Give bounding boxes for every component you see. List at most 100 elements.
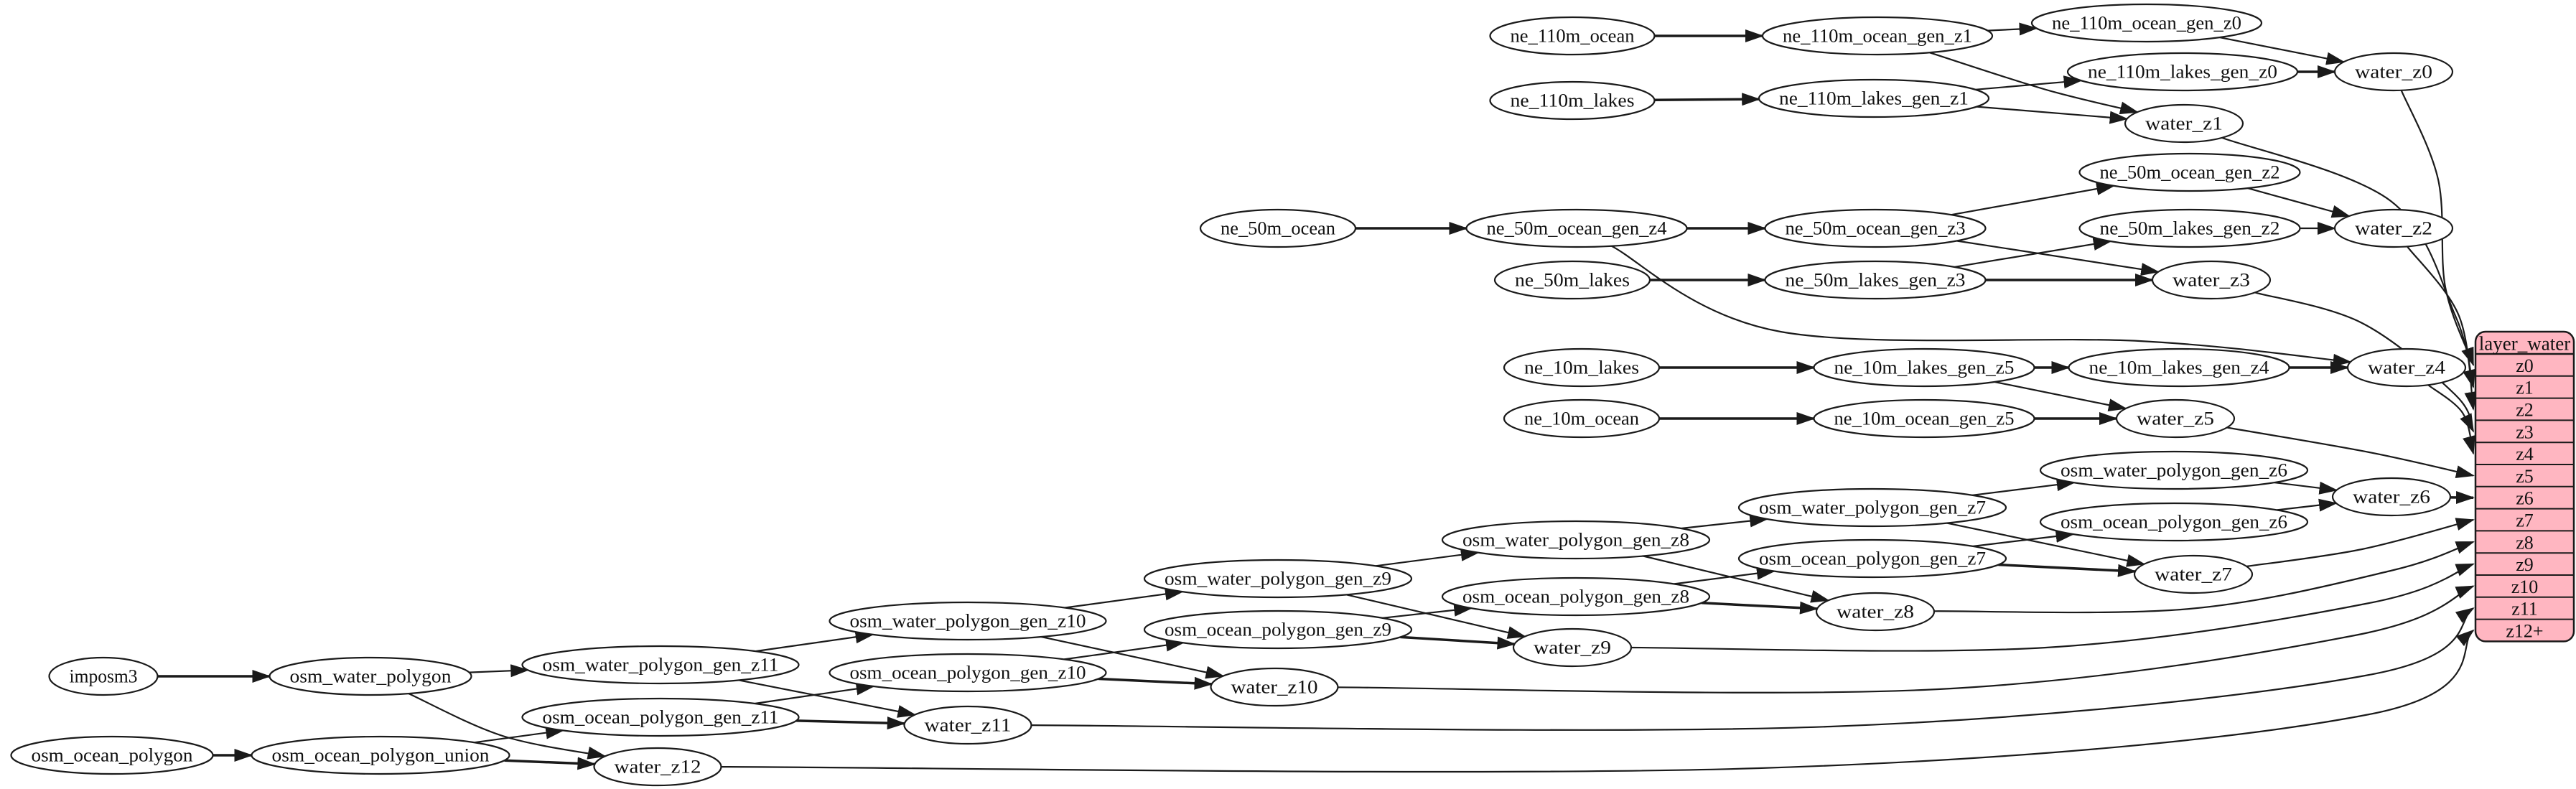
- node-ellipse-osm_ocean_polygon_gen_z11: [521, 697, 800, 737]
- edge-ne_50m_ocean_gen_z3-to-ne_50m_ocean_gen_z2: [1951, 182, 2116, 216]
- node-ellipse-osm_ocean_polygon_union: [251, 735, 510, 775]
- edge-osm_ocean_polygon_gen_z9-to-osm_ocean_polygon_gen_z8: [1382, 603, 1473, 619]
- node-osm_ocean_polygon_gen_z10: osm_ocean_polygon_gen_z10: [829, 653, 1107, 693]
- node-ne_50m_lakes_gen_z2: ne_50m_lakes_gen_z2: [2078, 208, 2301, 248]
- node-ellipse-osm_water_polygon_gen_z11: [521, 645, 800, 685]
- node-ne_10m_ocean_gen_z5: ne_10m_ocean_gen_z5: [1813, 398, 2035, 439]
- node-label-water_z4: water_z4: [2368, 358, 2445, 378]
- node-label-ne_50m_lakes_gen_z3: ne_50m_lakes_gen_z3: [1786, 270, 1966, 291]
- node-label-osm_ocean_polygon_gen_z10: osm_ocean_polygon_gen_z10: [850, 663, 1086, 683]
- node-water_z1: water_z1: [2124, 103, 2244, 144]
- node-label-ne_50m_lakes_gen_z2: ne_50m_lakes_gen_z2: [2100, 218, 2280, 239]
- node-ellipse-ne_50m_ocean_gen_z3: [1764, 208, 1987, 248]
- node-label-ne_10m_ocean_gen_z5: ne_10m_ocean_gen_z5: [1834, 408, 2015, 429]
- node-water_z12: water_z12: [593, 747, 722, 787]
- node-label-osm_water_polygon_gen_z11: osm_water_polygon_gen_z11: [543, 655, 779, 676]
- node-osm_ocean_polygon: osm_ocean_polygon: [10, 735, 214, 775]
- node-ne_110m_lakes_gen_z1: ne_110m_lakes_gen_z1: [1758, 78, 1990, 118]
- node-osm_ocean_polygon_gen_z9: osm_ocean_polygon_gen_z9: [1143, 610, 1413, 650]
- node-water_z8: water_z8: [1815, 592, 1936, 632]
- edge-ne_110m_lakes_gen_z1-to-water_z1: [1977, 106, 2129, 124]
- layer-water-row-z12+: z12+: [2506, 621, 2543, 642]
- edge-osm_ocean_polygon_gen_z11-to-osm_ocean_polygon_gen_z10: [755, 682, 875, 705]
- node-osm_ocean_polygon_union: osm_ocean_polygon_union: [251, 735, 510, 775]
- node-ellipse-ne_50m_lakes_gen_z3: [1764, 260, 1987, 300]
- node-ellipse-osm_ocean_polygon: [10, 735, 214, 775]
- layer-water-row-z2: z2: [2516, 400, 2534, 421]
- node-ellipse-ne_50m_lakes: [1493, 260, 1651, 300]
- edge-osm_water_polygon-to-osm_water_polygon_gen_z11: [469, 664, 530, 678]
- node-ne_110m_lakes_gen_z0: ne_110m_lakes_gen_z0: [2066, 52, 2299, 92]
- edge-ne_110m_lakes_gen_z1-to-ne_110m_lakes_gen_z0: [1975, 75, 2083, 90]
- node-ellipse-water_z12: [593, 747, 722, 787]
- node-ne_50m_lakes_gen_z3: ne_50m_lakes_gen_z3: [1764, 260, 1987, 300]
- node-ellipse-osm_water_polygon: [269, 656, 472, 696]
- node-osm_ocean_polygon_gen_z8: osm_ocean_polygon_gen_z8: [1441, 576, 1711, 617]
- node-label-water_z8: water_z8: [1837, 602, 1914, 622]
- node-water_z4: water_z4: [2346, 347, 2467, 388]
- node-ne_10m_lakes_gen_z4: ne_10m_lakes_gen_z4: [2068, 347, 2290, 388]
- edge-osm_ocean_polygon_union-to-water_z12: [504, 757, 597, 770]
- node-label-ne_10m_lakes_gen_z5: ne_10m_lakes_gen_z5: [1834, 358, 2015, 378]
- node-ellipse-ne_10m_lakes_gen_z5: [1813, 347, 2035, 388]
- edge-ne_50m_lakes_gen_z3-to-ne_50m_lakes_gen_z2: [1954, 238, 2112, 268]
- node-ne_110m_lakes: ne_110m_lakes: [1489, 80, 1656, 121]
- node-label-water_z5: water_z5: [2137, 408, 2214, 429]
- edge-osm_water_polygon_gen_z11-to-water_z11: [738, 679, 917, 718]
- node-ellipse-water_z7: [2133, 554, 2254, 594]
- node-ellipse-water_z6: [2331, 477, 2452, 517]
- node-osm_ocean_polygon_gen_z6: osm_ocean_polygon_gen_z6: [2039, 502, 2309, 542]
- node-ellipse-ne_50m_ocean: [1199, 208, 1357, 248]
- node-ellipse-ne_10m_ocean: [1503, 398, 1661, 439]
- edge-osm_water_polygon_gen_z9-to-water_z9: [1346, 594, 1526, 639]
- edge-osm_ocean_polygon_gen_z8-to-water_z8: [1701, 601, 1819, 615]
- edge-osm_water_polygon_gen_z7-to-osm_water_polygon_gen_z6: [1972, 478, 2076, 496]
- node-label-ne_50m_ocean: ne_50m_ocean: [1221, 218, 1335, 239]
- node-osm_ocean_polygon_gen_z11: osm_ocean_polygon_gen_z11: [521, 697, 800, 737]
- node-ne_50m_ocean_gen_z4: ne_50m_ocean_gen_z4: [1465, 208, 1688, 248]
- edge-water_z3-to-layer_water-z3: [2254, 291, 2475, 433]
- node-ellipse-osm_ocean_polygon_gen_z10: [829, 653, 1107, 693]
- node-ellipse-ne_50m_lakes_gen_z2: [2078, 208, 2301, 248]
- node-ellipse-osm_water_polygon_gen_z7: [1737, 487, 2007, 528]
- edge-ne_50m_ocean_gen_z4-to-water_z4: [1611, 245, 2352, 367]
- node-imposm3: imposm3: [48, 656, 159, 696]
- edge-osm_water_polygon-to-water_z12: [408, 693, 607, 760]
- node-label-osm_water_polygon: osm_water_polygon: [290, 666, 452, 687]
- edge-osm_water_polygon_gen_z8-to-osm_water_polygon_gen_z7: [1681, 514, 1769, 530]
- node-ellipse-ne_10m_lakes: [1503, 347, 1661, 388]
- node-ellipse-imposm3: [48, 656, 159, 696]
- node-ne_50m_ocean_gen_z3: ne_50m_ocean_gen_z3: [1764, 208, 1987, 248]
- node-ellipse-osm_water_polygon_gen_z8: [1441, 520, 1711, 560]
- edge-osm_ocean_polygon_union-to-osm_ocean_polygon_gen_z11: [474, 726, 565, 744]
- node-label-ne_110m_ocean_gen_z1: ne_110m_ocean_gen_z1: [1783, 26, 1972, 47]
- node-ellipse-osm_water_polygon_gen_z9: [1143, 559, 1413, 599]
- edge-osm_ocean_polygon_gen_z11-to-water_z11: [796, 716, 906, 730]
- edge-water_z7-to-layer_water-z7: [2246, 518, 2475, 567]
- node-ellipse-water_z2: [2333, 208, 2454, 248]
- node-ellipse-ne_50m_ocean_gen_z2: [2078, 152, 2301, 192]
- node-osm_water_polygon_gen_z7: osm_water_polygon_gen_z7: [1737, 487, 2007, 528]
- node-label-osm_water_polygon_gen_z9: osm_water_polygon_gen_z9: [1165, 569, 1391, 589]
- node-ellipse-water_z4: [2346, 347, 2467, 388]
- node-ellipse-ne_110m_lakes: [1489, 80, 1656, 121]
- node-label-ne_10m_ocean: ne_10m_ocean: [1524, 408, 1639, 429]
- edge-ne_50m_ocean_gen_z2-to-water_z2: [2247, 187, 2351, 218]
- edge-water_z9-to-layer_water-z9: [1630, 563, 2475, 652]
- node-ellipse-osm_water_polygon_gen_z6: [2039, 450, 2309, 490]
- layer-water-row-z4: z4: [2516, 444, 2534, 464]
- node-label-ne_50m_ocean_gen_z2: ne_50m_ocean_gen_z2: [2100, 162, 2280, 183]
- edge-water_z8-to-layer_water-z8: [1933, 541, 2475, 614]
- node-label-water_z0: water_z0: [2355, 62, 2432, 83]
- node-label-ne_110m_ocean: ne_110m_ocean: [1511, 26, 1635, 47]
- node-label-osm_water_polygon_gen_z6: osm_water_polygon_gen_z6: [2061, 460, 2287, 481]
- node-ellipse-water_z5: [2115, 398, 2236, 439]
- layer-water-row-z7: z7: [2516, 510, 2534, 531]
- node-label-water_z7: water_z7: [2155, 564, 2232, 585]
- edge-osm_ocean_polygon_gen_z9-to-water_z9: [1400, 635, 1516, 650]
- node-ne_10m_lakes_gen_z5: ne_10m_lakes_gen_z5: [1813, 347, 2035, 388]
- edge-water_z12-to-layer_water-z12+: [721, 629, 2475, 773]
- node-ellipse-water_z11: [903, 705, 1032, 745]
